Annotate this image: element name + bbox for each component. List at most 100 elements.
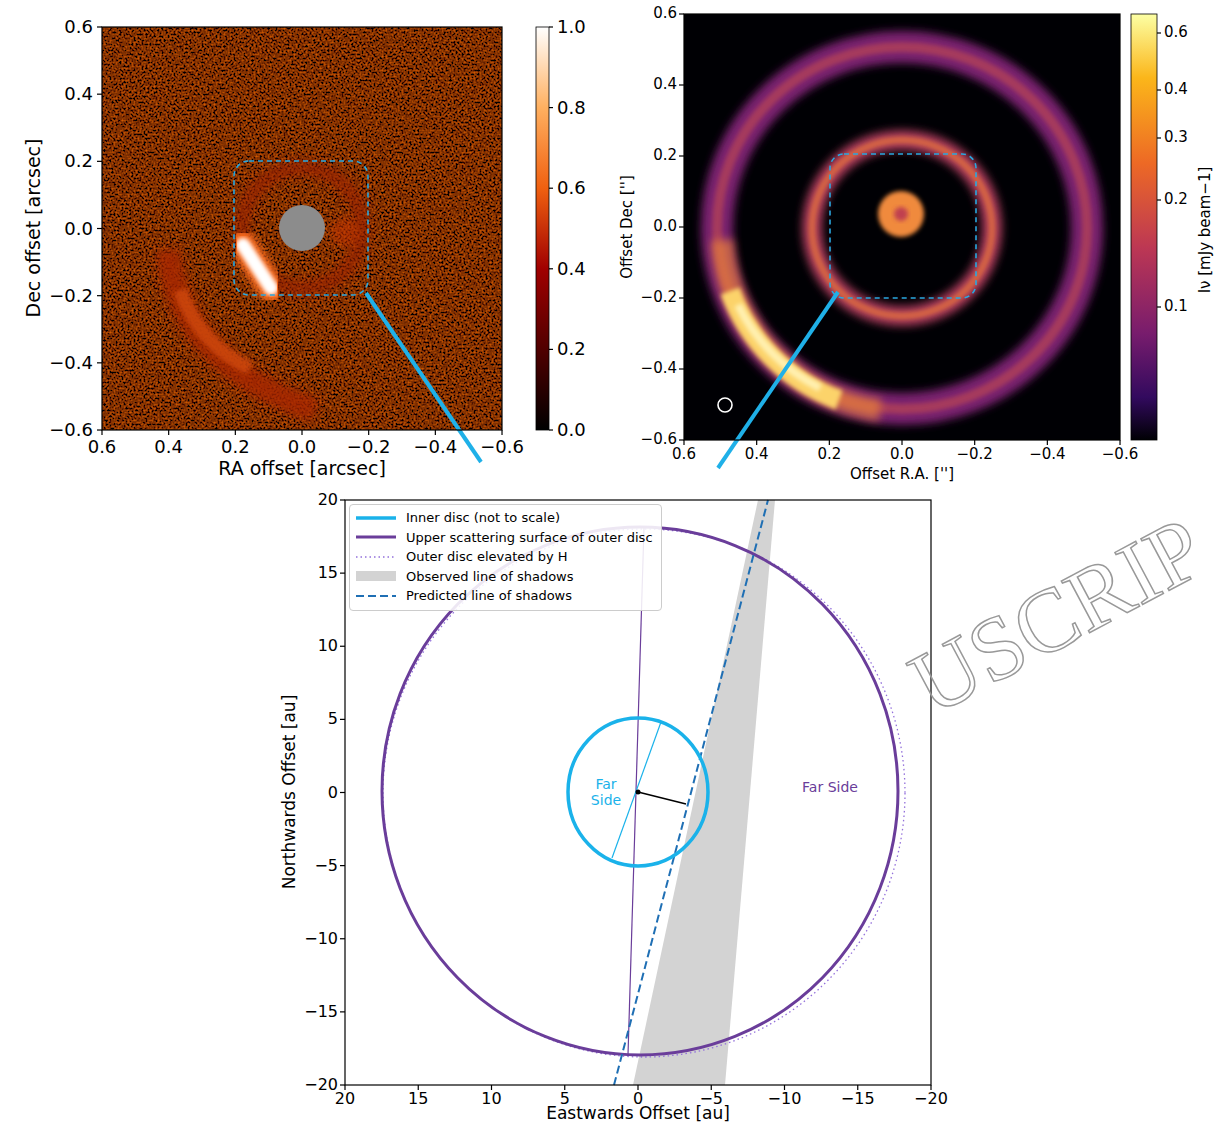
inner-ring (812, 140, 992, 316)
axis-tick (679, 226, 684, 227)
star-marker (636, 790, 641, 795)
colorbar-tick-label: 0.0 (557, 420, 586, 441)
legend-line-sample (356, 511, 396, 525)
crescent (730, 291, 839, 400)
inner-ring-glow (242, 168, 362, 288)
image-ground (684, 14, 1120, 440)
legend-line-sample (356, 589, 396, 603)
tick-label: −0.2 (347, 437, 391, 458)
outer-arc (168, 250, 315, 410)
outer-ring (717, 47, 1087, 409)
axis-title: Eastwards Offset [au] (546, 1104, 730, 1124)
tick-label: 0.2 (221, 437, 250, 458)
legend-text: Inner disc (not to scale) (406, 510, 560, 525)
axis-tick (549, 188, 553, 189)
legend-line (356, 595, 396, 597)
axis-tick (97, 228, 102, 229)
axis-tick (1157, 32, 1161, 33)
axis-title: Dec offset [arcsec] (23, 139, 45, 318)
central-hole (894, 207, 908, 221)
colorbar-tick-label: 0.4 (1164, 81, 1188, 98)
tick-label: −0.4 (1029, 446, 1065, 463)
inner-disc-axis (612, 722, 661, 858)
axis-title: Offset R.A. [''] (850, 466, 954, 483)
tick-label: 5 (328, 710, 338, 728)
tick-label: 0.2 (653, 147, 677, 164)
axis-tick (340, 719, 345, 720)
axis-tick (301, 430, 302, 435)
axis-tick (756, 440, 757, 445)
axis-tick (549, 349, 553, 350)
bright-streak (243, 245, 271, 288)
watermark: USCRIP (897, 502, 1218, 729)
image-noise (102, 27, 502, 430)
tick-label: −5 (314, 856, 338, 874)
legend-row: Upper scattering surface of outer disc (356, 528, 653, 548)
tick-label: 10 (481, 1090, 501, 1108)
axis-tick (1157, 199, 1161, 200)
tick-label: −0.2 (956, 446, 992, 463)
region-label: Far Side (802, 779, 858, 795)
image-ground (102, 27, 502, 430)
tick-label: 0.6 (88, 437, 117, 458)
axis-tick (679, 368, 684, 369)
legend-row: Predicted line of shadows (356, 586, 653, 606)
colorbar-tick-label: 0.6 (1164, 24, 1188, 41)
axis-tick (97, 295, 102, 296)
tick-label: 0 (328, 783, 338, 801)
colorbar-tick-label: 0.1 (1164, 298, 1188, 315)
tick-label: −0.4 (641, 360, 677, 377)
axis-tick (368, 430, 369, 435)
tick-label: 0.2 (817, 446, 841, 463)
axis-tick (97, 26, 102, 27)
tick-label: −0.2 (641, 289, 677, 306)
axes-frame (684, 14, 1120, 440)
tick-label: 0.4 (653, 76, 677, 93)
tick-label: −0.6 (480, 437, 524, 458)
legend-text: Upper scattering surface of outer disc (406, 530, 653, 545)
legend-text: Predicted line of shadows (406, 588, 572, 603)
axes-frame (102, 27, 502, 430)
legend-line (356, 556, 396, 557)
tick-label: 0.4 (64, 84, 93, 105)
axis-tick (340, 573, 345, 574)
axis-tick (340, 865, 345, 866)
tick-label: 20 (335, 1090, 355, 1108)
zoom-box (234, 161, 368, 295)
axis-tick (549, 268, 553, 269)
axis-tick (683, 440, 684, 445)
axis-tick (1157, 306, 1161, 307)
colorbar (1131, 14, 1157, 440)
legend-row: Outer disc elevated by H (356, 547, 653, 567)
tick-label: −10 (768, 1090, 802, 1108)
outer-arc-bright (180, 290, 250, 368)
tick-label: 0.0 (288, 437, 317, 458)
axis-tick (97, 429, 102, 430)
region-label: Far Side (588, 776, 624, 808)
axis-tick (901, 440, 902, 445)
faint-blob (331, 218, 359, 246)
legend-line-sample (356, 550, 396, 564)
axis-tick (974, 440, 975, 445)
tick-label: 0.4 (745, 446, 769, 463)
axis-tick (679, 84, 684, 85)
tick-label: 0.6 (64, 17, 93, 38)
axis-tick (235, 430, 236, 435)
plot-ground (345, 500, 931, 1085)
tick-label: −20 (914, 1090, 948, 1108)
legend-text: Outer disc elevated by H (406, 549, 568, 564)
axis-tick (1119, 440, 1120, 445)
tick-label: 0.4 (154, 437, 183, 458)
tick-label: 0.0 (64, 218, 93, 239)
axes-frame (345, 500, 931, 1085)
outer-ring-core (717, 47, 1087, 409)
axis-tick (340, 646, 345, 647)
colorbar-title: Iν [mJy beam−1] (1197, 167, 1214, 294)
axis-tick (549, 26, 553, 27)
colorbar-tick-label: 0.3 (1164, 129, 1188, 146)
axis-tick (340, 1084, 345, 1085)
mm-image (684, 14, 1120, 440)
tick-label: 0.0 (890, 446, 914, 463)
axis-tick (340, 792, 345, 793)
